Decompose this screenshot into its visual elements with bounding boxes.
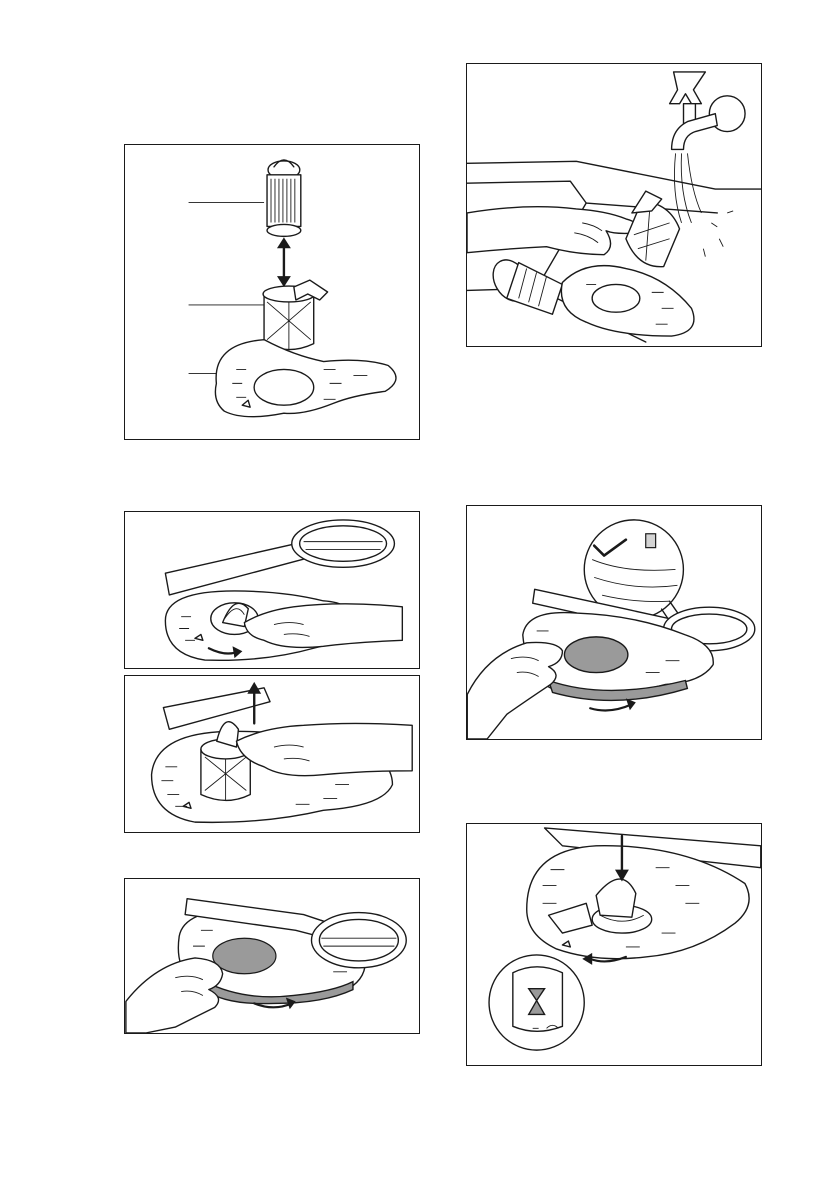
- figure-rinse-filters: [466, 63, 762, 347]
- figure-remove-filter: [124, 675, 420, 833]
- check-flat-filter-illustration: [467, 506, 761, 739]
- unlock-filter-illustration: [125, 512, 419, 668]
- figure-unlock-filter: [124, 511, 420, 669]
- rinse-filter-illustration: [467, 64, 761, 346]
- flat-filter-icon: [561, 266, 694, 336]
- coarse-filter-icon: [263, 280, 328, 350]
- remove-flat-filter-illustration: [125, 879, 419, 1033]
- tap-icon: [670, 72, 745, 149]
- filter-assembly-illustration: [125, 145, 419, 439]
- lock-indicator-magnifier-icon: [489, 955, 584, 1050]
- water-stream-icon: [674, 153, 733, 256]
- hand-icon: [126, 958, 223, 1033]
- fine-filter-icon: [267, 160, 301, 236]
- hand-icon: [467, 207, 639, 255]
- coarse-filter-icon: [626, 191, 680, 267]
- hand-icon: [467, 642, 562, 739]
- spray-arm-icon: [165, 520, 394, 595]
- lock-filter-illustration: [467, 824, 761, 1065]
- flat-filter-icon: [215, 340, 396, 417]
- figure-remove-flat-filter: [124, 878, 420, 1034]
- figure-lock-filter: [466, 823, 762, 1066]
- figure-check-flat-filter: [466, 505, 762, 740]
- remove-filter-illustration: [125, 676, 419, 832]
- double-arrow-icon: [277, 237, 291, 287]
- flat-filter-lug-icon: [646, 534, 656, 548]
- figure-filter-parts: [124, 144, 420, 440]
